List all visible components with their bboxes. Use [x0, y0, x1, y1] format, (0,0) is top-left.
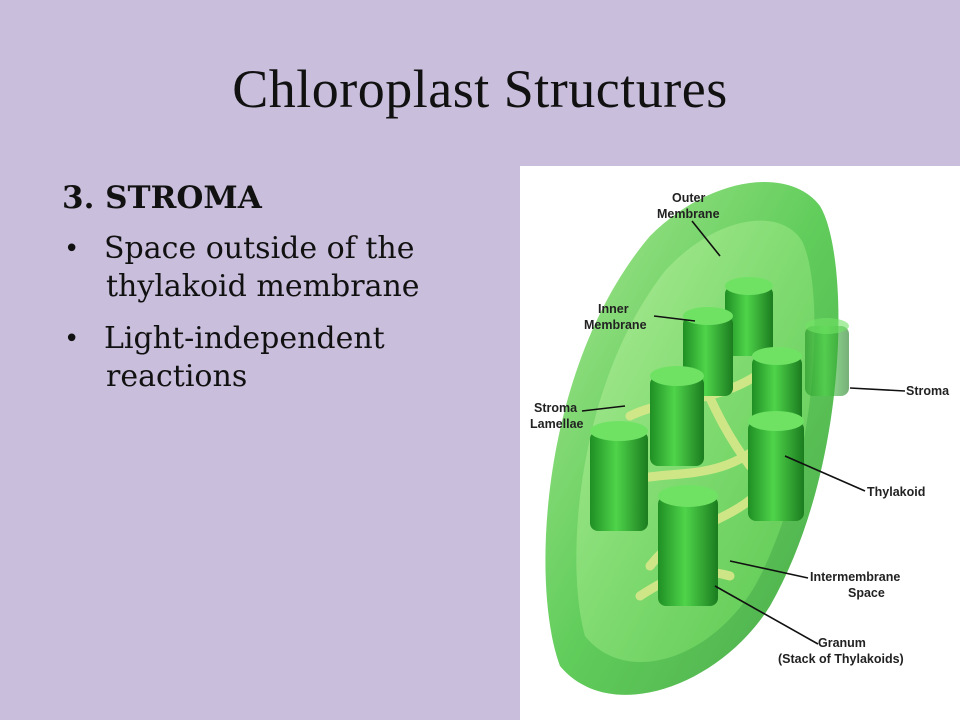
- label-stroma: Stroma: [906, 384, 950, 398]
- bullet-line-1: Space outside of the: [104, 231, 415, 266]
- label-intermembrane-2: Space: [848, 586, 885, 600]
- label-granum-1: Granum: [818, 636, 866, 650]
- label-outer-membrane-1: Outer: [672, 191, 705, 205]
- label-intermembrane-1: Intermembrane: [810, 570, 900, 584]
- chloroplast-figure: Outer Membrane Inner Membrane Stroma Str…: [520, 166, 960, 720]
- granum-stack: [590, 421, 648, 531]
- bullet-item: • Light-independent reactions: [62, 320, 522, 396]
- section-heading: 3. STROMA: [62, 180, 262, 216]
- bullet-list: • Space outside of the thylakoid membran…: [62, 230, 522, 396]
- granum-stack: [650, 366, 704, 466]
- bullet-dot-icon: •: [64, 324, 80, 354]
- label-stroma-lamellae-1: Stroma: [534, 401, 578, 415]
- grana-stacks: [590, 277, 849, 606]
- content-block: 3. STROMA • Space outside of the thylako…: [62, 180, 522, 410]
- granum-stack: [748, 411, 804, 521]
- label-inner-membrane-2: Membrane: [584, 318, 647, 332]
- bullet-line-2: thylakoid membrane: [106, 269, 420, 304]
- bullet-dot-icon: •: [64, 234, 80, 264]
- bullet-item: • Space outside of the thylakoid membran…: [62, 230, 522, 306]
- granum-stack: [658, 485, 718, 606]
- chloroplast-diagram: Outer Membrane Inner Membrane Stroma Str…: [530, 182, 950, 695]
- label-granum-2: (Stack of Thylakoids): [778, 652, 904, 666]
- label-inner-membrane-1: Inner: [598, 302, 629, 316]
- label-outer-membrane-2: Membrane: [657, 207, 720, 221]
- slide-title: Chloroplast Structures: [232, 59, 728, 119]
- label-thylakoid: Thylakoid: [867, 485, 925, 499]
- leader-lines: [581, 220, 906, 645]
- bullet-line-2: reactions: [106, 359, 248, 394]
- label-stroma-lamellae-2: Lamellae: [530, 417, 584, 431]
- granum-stack: [805, 318, 849, 396]
- granum-stack: [725, 277, 773, 356]
- bullet-line-1: Light-independent: [104, 321, 385, 356]
